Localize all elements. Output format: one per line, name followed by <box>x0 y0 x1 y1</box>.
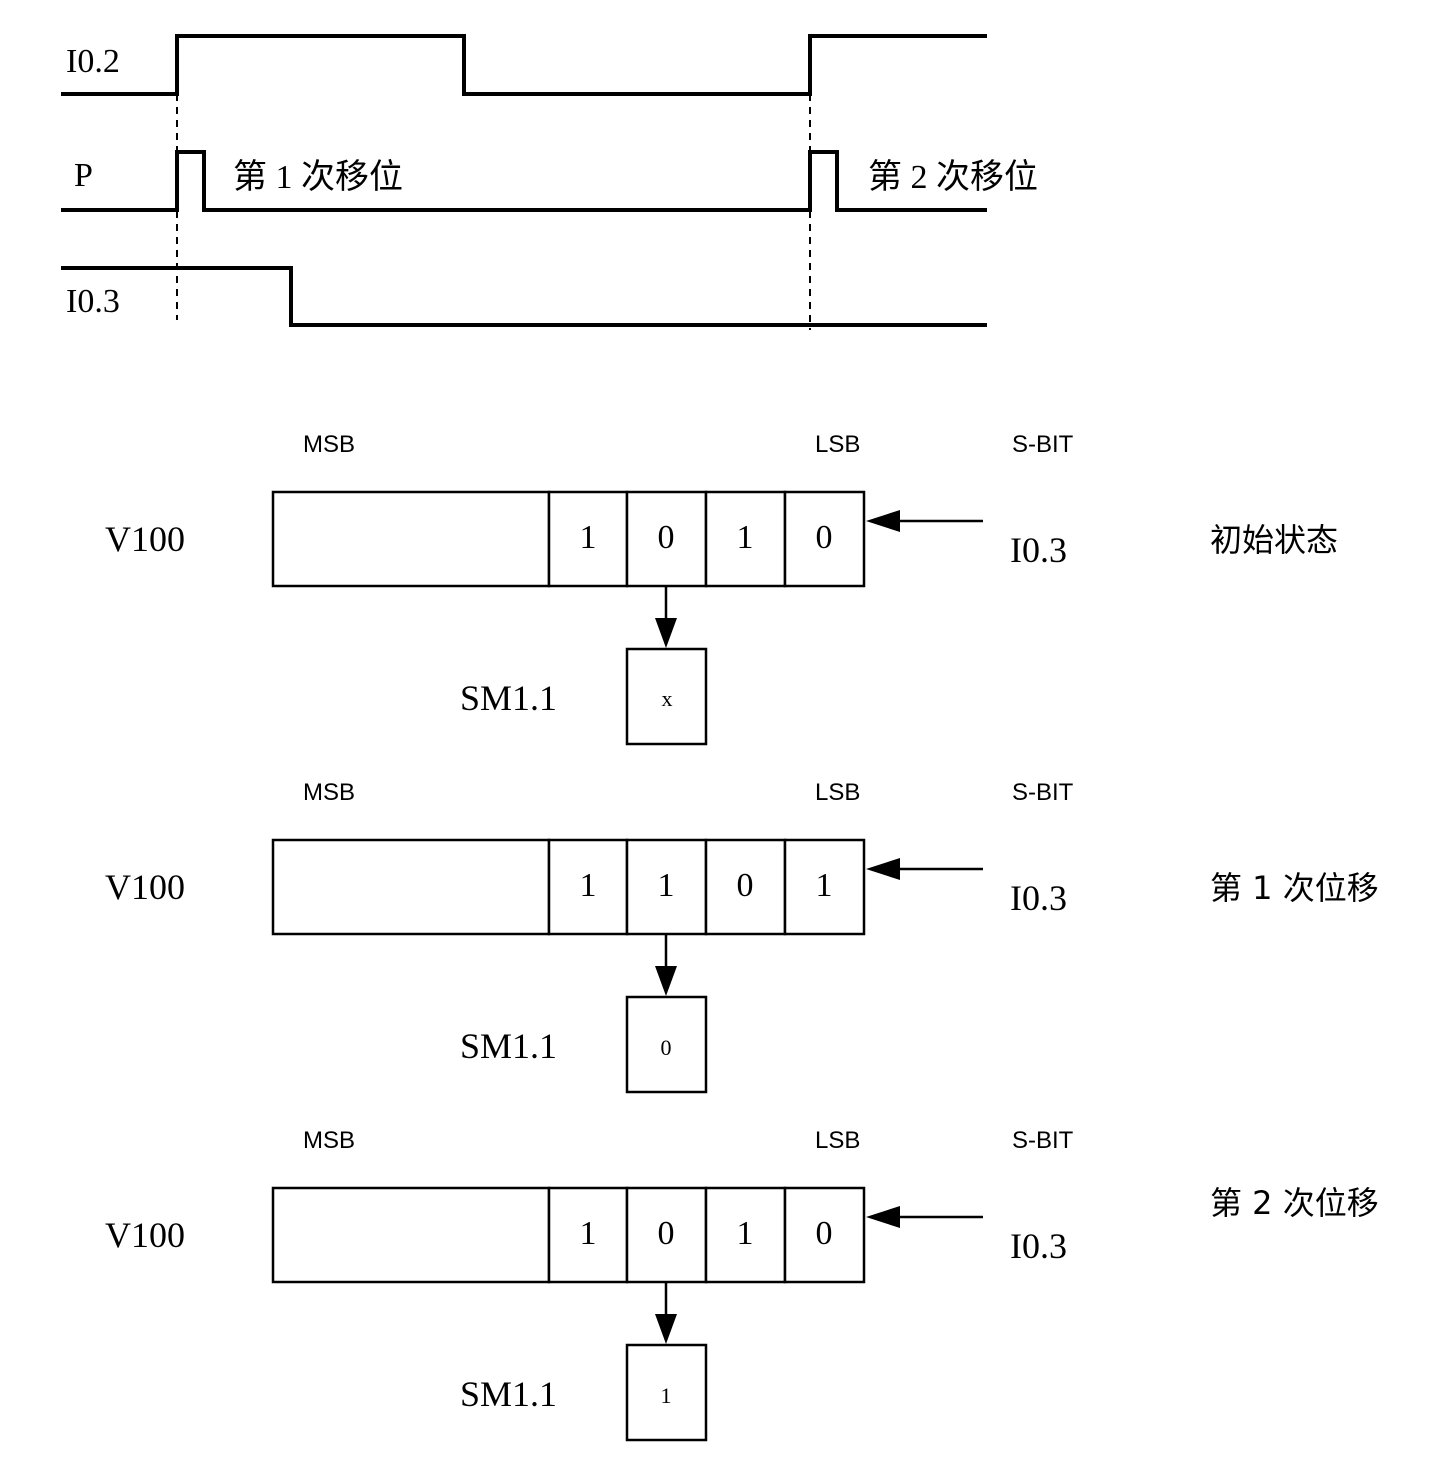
signal-label-i03: I0.3 <box>66 283 120 320</box>
bit-cell-0 <box>783 838 866 936</box>
overflow-label-sm11: SM1.1 <box>460 1374 557 1414</box>
timing-diagram: I0.2 P I0.3 第 1 次移位 第 2 次移位 <box>61 34 1038 330</box>
msb-label: MSB <box>303 1127 355 1154</box>
bit-value-1: 0 <box>737 867 754 904</box>
bit-cell-3 <box>547 838 629 936</box>
input-arrow-head <box>866 510 900 532</box>
input-arrow-head <box>866 1206 900 1228</box>
overflow-bit-box <box>625 647 708 746</box>
bit-value-1: 1 <box>737 519 754 556</box>
msb-label: MSB <box>303 779 355 806</box>
overflow-arrow-head <box>655 1314 677 1344</box>
register-state-2: MSB LSB S-BIT V100 1 1 0 1 I0.3 0 SM1.1 … <box>105 779 1379 1094</box>
bit-cell-1 <box>704 838 787 936</box>
register-label-v100: V100 <box>105 867 185 907</box>
register-upper-bits <box>271 1186 551 1284</box>
bit-cell-0 <box>783 490 866 588</box>
bit-value-0: 0 <box>816 519 833 556</box>
bit-cell-0 <box>783 1186 866 1284</box>
register-state-3: MSB LSB S-BIT V100 1 0 1 0 I0.3 1 SM1.1 … <box>105 1127 1379 1442</box>
input-label-i03: I0.3 <box>1010 878 1067 918</box>
waveform-i02 <box>61 34 987 96</box>
bit-value-3: 1 <box>580 519 597 556</box>
state-title-shift-1: 第 1 次位移 <box>1210 869 1379 907</box>
bit-value-2: 0 <box>658 1215 675 1252</box>
register-label-v100: V100 <box>105 519 185 559</box>
register-upper-bits <box>271 490 551 588</box>
sbit-label: S-BIT <box>1012 779 1074 806</box>
annotation-shift-1: 第 1 次移位 <box>233 158 403 196</box>
sbit-label: S-BIT <box>1012 1127 1074 1154</box>
annotation-shift-2: 第 2 次移位 <box>868 158 1038 196</box>
input-label-i03: I0.3 <box>1010 1226 1067 1266</box>
input-label-i03: I0.3 <box>1010 530 1067 570</box>
state-title-initial: 初始状态 <box>1210 521 1338 559</box>
bit-cell-2 <box>625 1186 708 1284</box>
waveform-p <box>61 150 987 212</box>
overflow-bit-value: x <box>662 686 673 711</box>
bit-value-0: 0 <box>816 1215 833 1252</box>
register-state-1: MSB LSB S-BIT V100 1 0 1 0 I0.3 x SM1.1 … <box>105 431 1338 746</box>
bit-value-3: 1 <box>580 867 597 904</box>
overflow-bit-value: 0 <box>661 1035 672 1060</box>
overflow-label-sm11: SM1.1 <box>460 678 557 718</box>
lsb-label: LSB <box>815 1127 860 1154</box>
msb-label: MSB <box>303 431 355 458</box>
signal-label-i02: I0.2 <box>66 43 120 80</box>
overflow-label-sm11: SM1.1 <box>460 1026 557 1066</box>
overflow-bit-box <box>625 995 708 1094</box>
bit-value-3: 1 <box>580 1215 597 1252</box>
lsb-label: LSB <box>815 779 860 806</box>
overflow-bit-box <box>625 1343 708 1442</box>
overflow-bit-value: 1 <box>661 1383 672 1408</box>
input-arrow-head <box>866 858 900 880</box>
register-upper-bits <box>271 838 551 936</box>
bit-cell-1 <box>704 1186 787 1284</box>
bit-value-2: 0 <box>658 519 675 556</box>
waveform-i03 <box>61 266 987 327</box>
bit-value-0: 1 <box>816 867 833 904</box>
lsb-label: LSB <box>815 431 860 458</box>
overflow-arrow-head <box>655 966 677 996</box>
sbit-label: S-BIT <box>1012 431 1074 458</box>
register-label-v100: V100 <box>105 1215 185 1255</box>
bit-value-1: 1 <box>737 1215 754 1252</box>
bit-cell-3 <box>547 490 629 588</box>
bit-value-2: 1 <box>658 867 675 904</box>
overflow-arrow-head <box>655 618 677 648</box>
state-title-shift-2: 第 2 次位移 <box>1210 1184 1379 1222</box>
signal-label-p: P <box>74 157 93 194</box>
